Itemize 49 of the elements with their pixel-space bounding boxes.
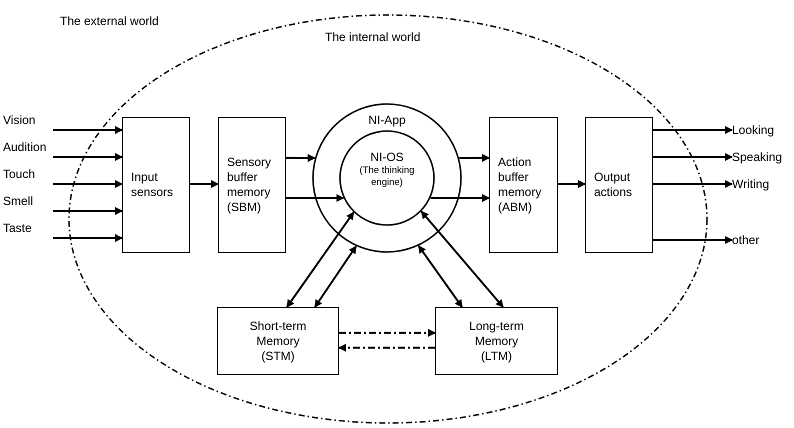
core-circle — [339, 130, 435, 226]
circle-label: NI-OS — [370, 150, 404, 165]
process-box — [218, 117, 286, 253]
arrow — [286, 154, 316, 162]
process-box — [435, 307, 558, 375]
box-label: Output actions — [594, 170, 634, 200]
arrow — [53, 180, 123, 188]
app-circle — [312, 103, 462, 253]
arrow — [653, 180, 733, 188]
process-box — [217, 307, 339, 375]
input-label: Smell — [3, 193, 53, 211]
box-label: Input sensors — [131, 170, 174, 200]
region-title: The external world — [60, 13, 159, 30]
arrow — [653, 126, 733, 134]
arrow — [314, 245, 357, 308]
arrow — [286, 194, 344, 202]
region-title: The internal world — [325, 29, 420, 46]
arrow — [430, 194, 490, 202]
circle-label: NI-App — [367, 112, 407, 129]
arrow — [558, 180, 586, 188]
box-label: Sensory buffer memory (SBM) — [227, 155, 272, 215]
arrow — [286, 212, 354, 308]
dashed-arrow — [339, 328, 436, 337]
box-label: Action buffer memory (ABM) — [498, 155, 542, 215]
input-label: Vision — [3, 112, 53, 130]
box-label: Short-term Memory (STM) — [248, 318, 308, 364]
output-label: Writing — [732, 176, 792, 192]
arrow — [418, 245, 463, 308]
arrow — [459, 154, 490, 162]
arrow — [653, 153, 733, 161]
box-label: Long-term Memory (LTM) — [468, 318, 525, 364]
output-label: Speaking — [732, 149, 792, 165]
arrow — [53, 152, 123, 161]
arrow — [190, 180, 219, 188]
arrow — [53, 126, 123, 134]
input-label: Taste — [3, 220, 53, 238]
output-label: Looking — [732, 122, 792, 138]
process-box — [585, 117, 653, 253]
dashed-arrow — [338, 344, 435, 352]
input-label: Audition — [3, 139, 53, 157]
arrow — [53, 206, 123, 215]
process-box — [122, 117, 190, 253]
output-label: other — [732, 232, 792, 248]
arrow — [53, 234, 123, 242]
arrow — [653, 236, 733, 244]
circle-sublabel: (The thinking engine) — [358, 165, 416, 189]
arrow — [420, 210, 504, 308]
process-box — [489, 117, 558, 253]
input-label: Touch — [3, 166, 53, 184]
